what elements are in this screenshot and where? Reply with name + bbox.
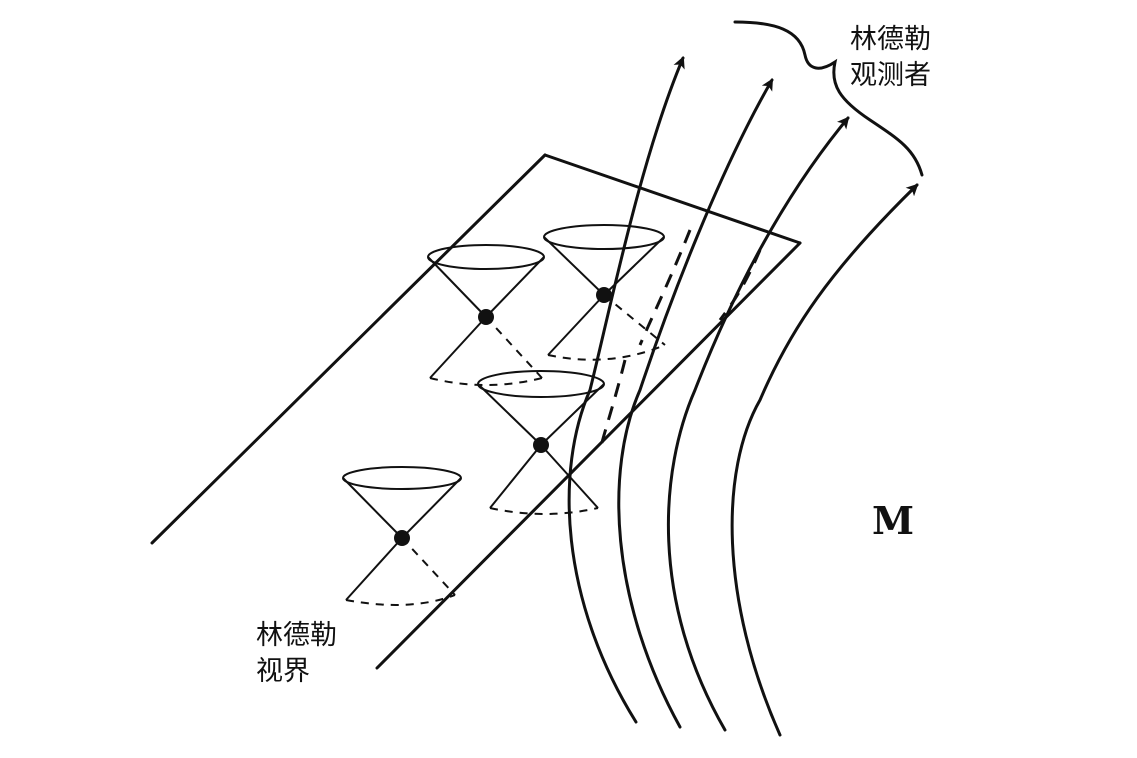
- hidden-segment-1: [598, 359, 627, 451]
- observer-worldlines: [567, 56, 919, 737]
- observer-worldline-3: [666, 116, 850, 732]
- manifold-label: M: [872, 498, 915, 543]
- horizon-plane: [150, 153, 802, 670]
- event-point-3: [533, 437, 549, 453]
- event-point-1: [478, 309, 494, 325]
- horizon-label-line1: 林德勒: [256, 620, 337, 651]
- worldline-hidden-parts: [598, 229, 762, 451]
- observer-worldline-4: [730, 183, 919, 737]
- light-cone-3: [477, 370, 605, 515]
- event-point-2: [596, 287, 612, 303]
- observers-label-line1: 林德勒: [850, 24, 931, 55]
- light-cone-1: [427, 244, 545, 386]
- observers-label-line2: 观测者: [850, 60, 931, 91]
- light-cone-2: [543, 224, 666, 361]
- event-point-4: [394, 530, 410, 546]
- observer-worldline-1: [567, 56, 685, 724]
- observers-brace: [733, 20, 924, 177]
- rindler-observers-label: 林德勒 观测者: [850, 22, 931, 94]
- plane-top-edge: [543, 153, 802, 245]
- hidden-segment-2: [638, 229, 692, 346]
- plane-left-edge: [150, 153, 547, 545]
- observer-worldline-2: [617, 78, 774, 729]
- horizon-label-line2: 视界: [256, 656, 310, 687]
- hidden-segment-3: [718, 249, 762, 321]
- light-cone-4: [342, 466, 462, 606]
- plane-right-edge: [375, 241, 802, 670]
- rindler-horizon-label: 林德勒 视界: [256, 618, 337, 690]
- light-cones: [342, 224, 666, 606]
